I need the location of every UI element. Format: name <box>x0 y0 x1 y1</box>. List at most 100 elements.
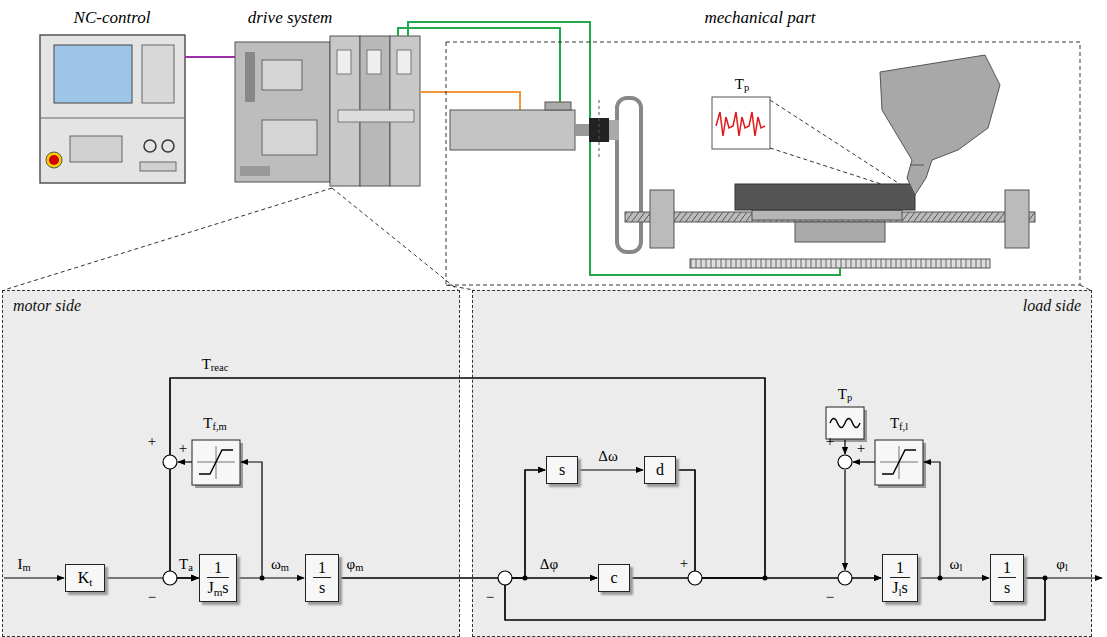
ball-screw <box>650 190 674 248</box>
friction-block <box>882 450 916 474</box>
summing-point <box>163 455 177 469</box>
nc-control-panel <box>140 162 176 171</box>
motor-side-panel: motor sideKt1Jms1s <box>2 290 460 637</box>
process-force-plot <box>716 112 765 136</box>
process-force-plot <box>712 97 770 149</box>
signal-connector <box>237 577 304 578</box>
cables <box>398 22 840 275</box>
servo-motor <box>450 110 575 150</box>
signal-name: Ta <box>179 556 193 573</box>
signal-name: Treac <box>202 356 229 373</box>
signal-wire <box>178 461 192 462</box>
signal-connector <box>339 470 545 578</box>
stiffness-block: c <box>598 564 630 591</box>
summing-point <box>688 571 702 585</box>
friction-block <box>192 440 240 485</box>
nc-control-panel <box>144 140 156 152</box>
panel-ground <box>2 290 1092 637</box>
machine-table <box>752 210 902 220</box>
belt-drive <box>609 98 641 252</box>
block-text: s <box>554 460 570 479</box>
sign: + <box>148 433 156 450</box>
block-text: motor side <box>13 297 449 315</box>
bus-cable <box>185 56 235 58</box>
friction-block <box>197 446 235 479</box>
signal-wire <box>853 461 875 462</box>
signal-wire <box>844 470 845 570</box>
sign: − <box>486 589 494 606</box>
leader-dashes <box>4 42 1090 290</box>
signal-name: Δφ <box>540 556 558 573</box>
denominator: s <box>313 578 331 597</box>
signal-wire <box>1045 577 1102 578</box>
branch-dot <box>938 576 943 581</box>
summing-point <box>163 571 177 585</box>
summing-point <box>838 455 852 469</box>
signal-name: Tp <box>838 386 852 403</box>
machine-table <box>690 259 990 268</box>
cables <box>420 92 520 110</box>
drive-unit <box>338 110 414 122</box>
servo-motor <box>545 102 571 110</box>
belt-drive <box>617 98 641 252</box>
integrator-block: 1s <box>990 554 1024 601</box>
signal-name: φm <box>347 556 364 573</box>
signal-connector <box>676 470 881 578</box>
nc-control-panel <box>40 35 185 183</box>
sign: + <box>680 555 688 572</box>
section-title: mechanical part <box>705 8 816 28</box>
denominator: Jms <box>207 578 228 597</box>
branch-dot <box>260 576 1048 581</box>
section-title: drive system <box>248 8 333 28</box>
signal-wire <box>241 462 262 578</box>
denominator: s <box>998 578 1016 597</box>
friction-block <box>192 440 926 488</box>
signal-name: Δω <box>598 448 618 465</box>
section-title: NC-control <box>74 8 151 28</box>
branch-dot <box>763 576 768 581</box>
block-text: load side <box>483 297 1081 315</box>
damping-block: d <box>644 456 676 483</box>
signal-name: Tf,m <box>203 415 226 432</box>
block-text: c <box>606 568 622 587</box>
block-text: d <box>652 460 668 479</box>
nc-control-panel <box>54 45 132 103</box>
machine-table <box>690 184 990 268</box>
branch-dot <box>260 576 265 581</box>
transfer-block: 1Jls <box>882 554 918 601</box>
signal-wire <box>844 440 845 454</box>
signal-connector <box>578 469 643 470</box>
nc-control-panel <box>46 152 62 168</box>
process-force-plot <box>712 97 770 149</box>
numerator: 1 <box>890 558 910 578</box>
branch-dot <box>1043 576 1048 581</box>
signal-connector <box>170 378 765 578</box>
signal-name: Tf,l <box>890 415 908 432</box>
numerator: 1 <box>207 558 228 578</box>
spindle <box>880 55 1000 195</box>
drive-unit <box>245 52 255 102</box>
signal-name: ωl <box>950 556 963 573</box>
nc-control-panel <box>49 155 59 165</box>
signal-wire <box>924 462 940 578</box>
belt-drive <box>609 120 619 140</box>
nc-control-panel <box>70 136 122 162</box>
machine-table <box>795 222 885 242</box>
summing-point <box>163 455 852 585</box>
nc-control-panel <box>142 45 174 103</box>
friction-block <box>880 446 918 479</box>
signal-connector <box>505 470 1045 620</box>
panel-ground <box>2 290 460 637</box>
signal-name: Im <box>17 556 30 573</box>
denominator: Jls <box>890 578 910 597</box>
transfer-block: 1Jms <box>199 554 236 601</box>
cables <box>408 22 840 275</box>
derivative-block: s <box>546 456 578 483</box>
integrator-block: 1s <box>305 554 339 601</box>
leader-dashes <box>4 188 458 290</box>
nc-control-panel <box>162 140 174 152</box>
drive-unit <box>235 42 330 182</box>
signal-connector <box>505 578 1045 620</box>
